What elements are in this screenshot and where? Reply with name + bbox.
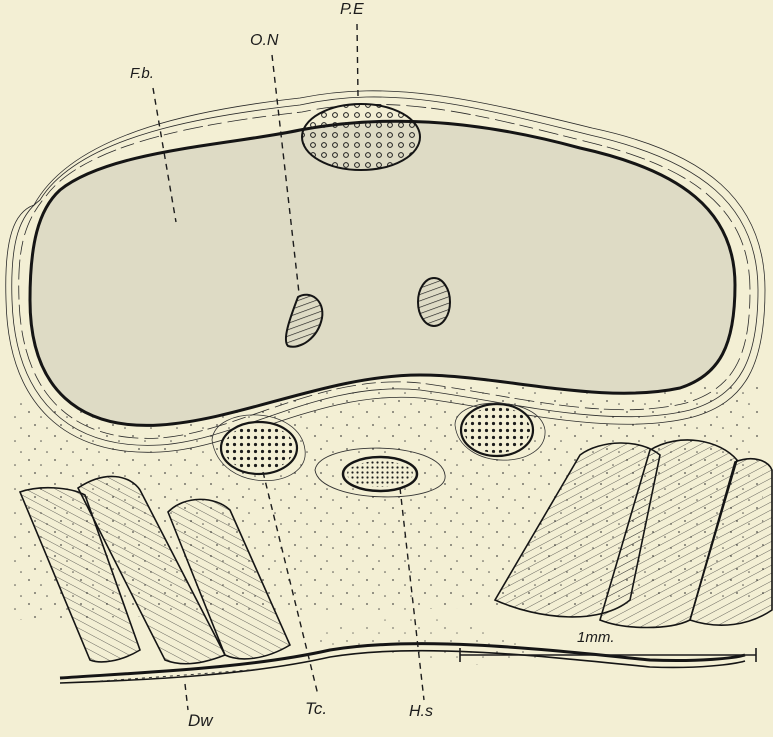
- label-dw: Dw: [188, 712, 213, 729]
- scale-bar-label: 1mm.: [577, 630, 615, 645]
- label-fb: F.b.: [130, 66, 154, 81]
- label-hs: H.s: [409, 704, 433, 720]
- label-pe: P.E: [340, 2, 364, 18]
- nerve-profile-right: [418, 278, 450, 326]
- pe-structure: [302, 104, 420, 170]
- label-tc: Tc.: [305, 700, 327, 717]
- label-on: O.N: [250, 33, 278, 49]
